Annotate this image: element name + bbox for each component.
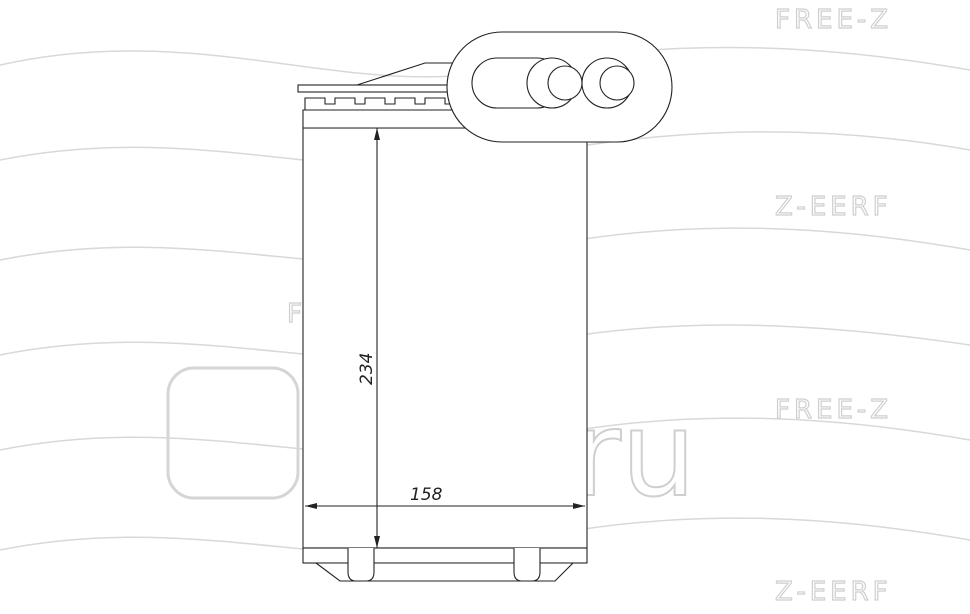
core-body: [302, 127, 588, 549]
top-flange: [297, 84, 469, 93]
bottom-tank-base: [314, 562, 575, 582]
bottom-tank: [302, 547, 588, 564]
heater-core: [297, 31, 673, 582]
watermark-freez: FREE-Z: [775, 5, 892, 35]
watermark-freez: FREE-Z: [775, 395, 892, 425]
dimension-height: 234: [357, 128, 380, 548]
watermark-freez-mirrored: Z-EERF: [775, 192, 892, 222]
bottom-clip: [513, 548, 541, 582]
watermark-freez-mirrored: Z-EERF: [775, 577, 892, 607]
top-tank-teeth: [304, 97, 470, 110]
dimension-width: 158: [305, 485, 585, 509]
flange-rib: [356, 62, 460, 86]
outlet-pipe-bore: [599, 65, 635, 101]
height-dimension-label: 234: [357, 353, 377, 385]
width-dimension-label: 158: [410, 485, 443, 505]
top-tank: [302, 109, 471, 129]
inlet-pipe-bore: [547, 65, 583, 101]
ruli-logo-box: [166, 366, 300, 500]
bottom-clip: [347, 548, 375, 582]
